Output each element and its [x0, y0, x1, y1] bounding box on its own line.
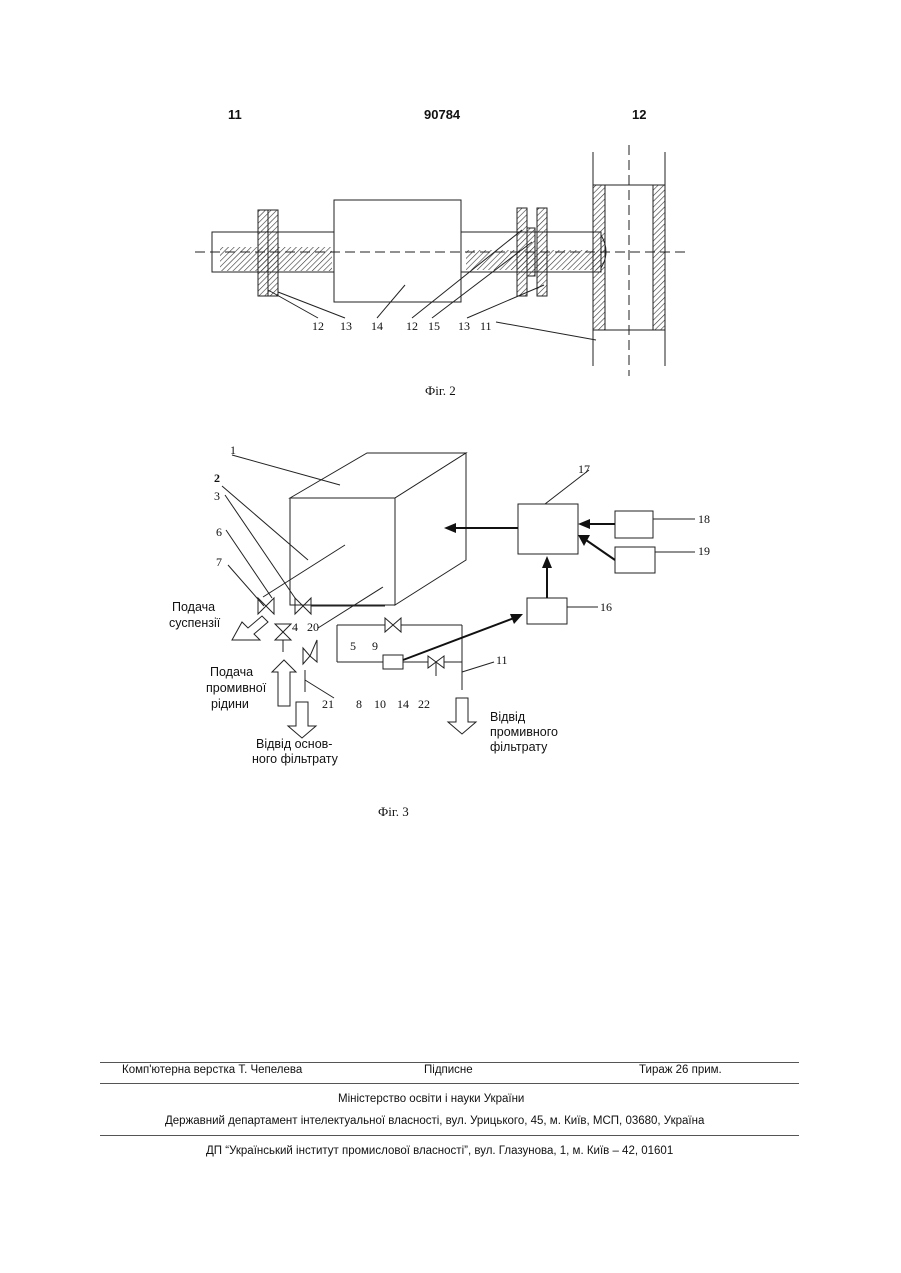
supply-wash-line2: промивної [206, 681, 267, 695]
fig3-label-1: 1 [230, 443, 236, 457]
footer-composer: Комп'ютерна верстка Т. Чепелева [122, 1064, 302, 1076]
figure-2-labels: 12 13 14 12 15 13 11 [312, 319, 492, 333]
shaft-assembly [195, 145, 690, 376]
fig2-label-12a: 12 [312, 319, 324, 333]
fig3-label-6: 6 [216, 525, 222, 539]
main-filtrate-line2: ного фільтрату [252, 752, 339, 766]
supply-wash-line1: Подача [210, 665, 253, 679]
fig3-label-21: 21 [322, 697, 334, 711]
fig3-label-8: 8 [356, 697, 362, 711]
fig2-label-12b: 12 [406, 319, 418, 333]
footer-rule-bottom [100, 1135, 799, 1136]
footer-circulation: Тираж 26 прим. [639, 1064, 722, 1076]
fig2-label-13b: 13 [458, 319, 470, 333]
figure-3-drawing: 1 2 3 6 7 4 20 5 9 17 18 19 16 11 21 8 1… [0, 430, 901, 800]
fig3-label-7: 7 [216, 555, 222, 569]
fig3-label-10: 10 [374, 697, 386, 711]
wash-filtrate-line1: Відвід [490, 710, 526, 724]
fig3-label-20: 20 [307, 620, 319, 634]
fig3-label-4: 4 [292, 620, 298, 634]
fig3-label-9: 9 [372, 639, 378, 653]
fig2-label-15: 15 [428, 319, 440, 333]
fig2-label-14: 14 [371, 319, 383, 333]
wash-filtrate-outlet-arrow [448, 698, 476, 734]
wash-inlet-arrow [272, 660, 296, 706]
main-filtrate-line1: Відвід основ- [256, 737, 332, 751]
fig3-label-11: 11 [496, 653, 508, 667]
fig3-label-14: 14 [397, 697, 409, 711]
supply-suspension-line2: суспензії [169, 616, 221, 630]
wash-filtrate-line3: фільтрату [490, 740, 548, 754]
suspension-inlet-arrow [232, 616, 268, 640]
footer-institute: ДП “Український інститут промислової вла… [206, 1145, 673, 1157]
footer-ministry: Міністерство освіти і науки України [338, 1093, 524, 1105]
fig3-label-22: 22 [418, 697, 430, 711]
fig3-label-17: 17 [578, 462, 590, 476]
footer-signed: Підписне [424, 1064, 473, 1076]
figure-2-drawing: 12 13 14 12 15 13 11 [0, 0, 901, 400]
fig3-label-16: 16 [600, 600, 612, 614]
footer-rule-middle [100, 1083, 799, 1084]
flow-arrows [232, 616, 476, 738]
wash-filtrate-line2: промивного [490, 725, 558, 739]
supply-suspension-line1: Подача [172, 600, 215, 614]
fig3-label-18: 18 [698, 512, 710, 526]
figure-3-caption: Фіг. 3 [378, 804, 409, 820]
fig2-label-11: 11 [480, 319, 492, 333]
fig3-label-5: 5 [350, 639, 356, 653]
main-filtrate-outlet-arrow [288, 702, 316, 738]
supply-wash-line3: рідини [211, 697, 249, 711]
fig3-label-3: 3 [214, 489, 220, 503]
fig3-label-2: 2 [214, 471, 220, 485]
footer-department: Державний департамент інтелектуальної вл… [165, 1115, 704, 1127]
footer-rule-top [100, 1062, 799, 1063]
figure-2-caption: Фіг. 2 [425, 383, 456, 399]
filter-scheme [222, 453, 695, 698]
fig3-label-19: 19 [698, 544, 710, 558]
fig2-label-13a: 13 [340, 319, 352, 333]
